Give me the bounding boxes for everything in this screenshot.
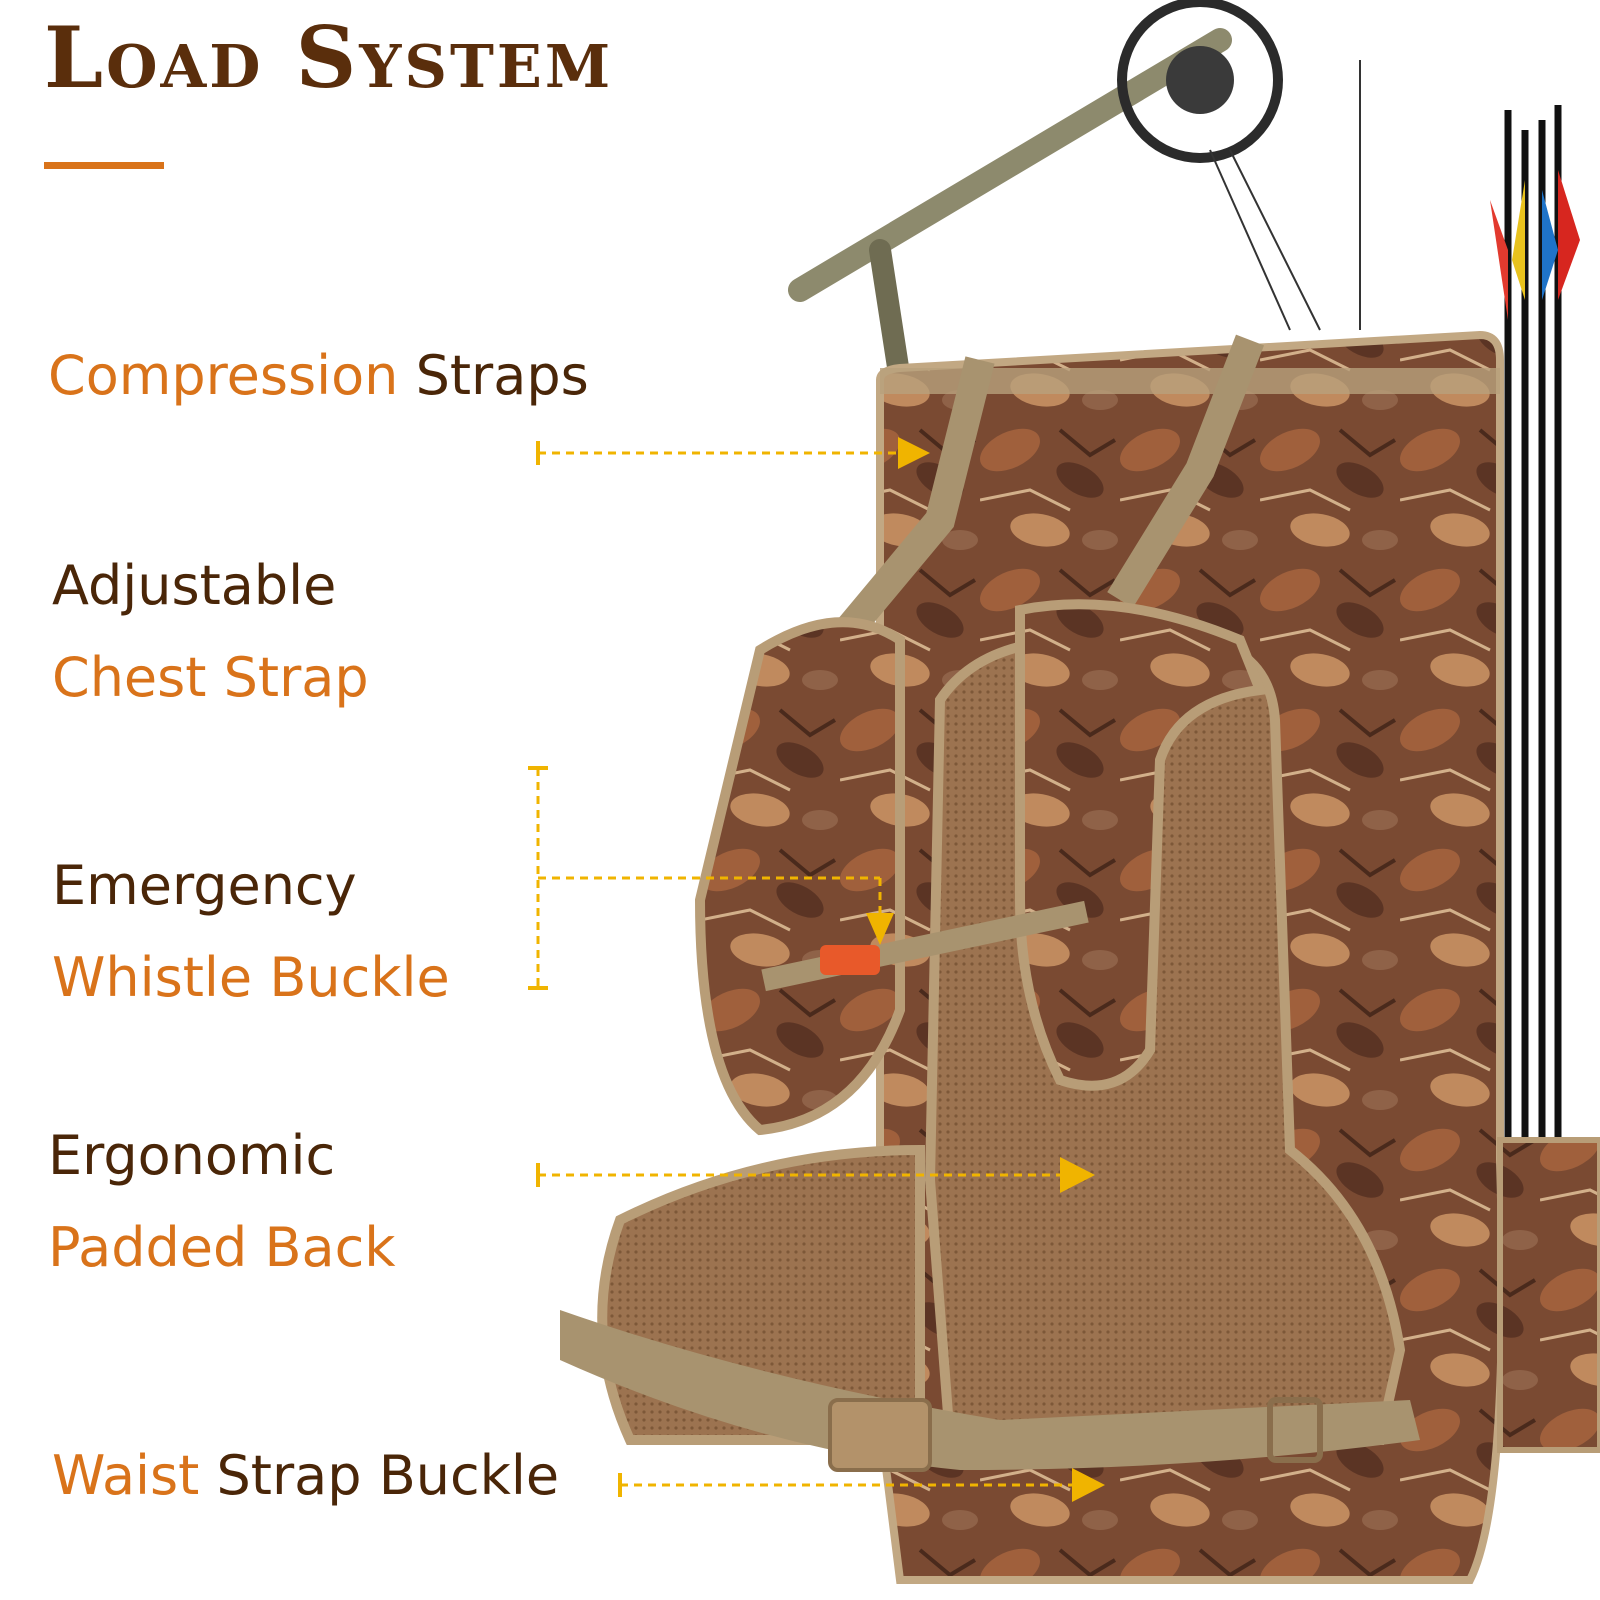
whistle-buckle-line2: Whistle Buckle	[52, 946, 450, 1010]
waist-buckle-pointer	[618, 1468, 1105, 1502]
strap-buckle-words: Strap Buckle	[216, 1444, 560, 1507]
left-shoulder-strap	[694, 617, 905, 1136]
bow-graphic	[788, 0, 1361, 391]
padded-back-pointer	[536, 1157, 1095, 1193]
compression-straps-label: Compression Straps	[48, 344, 589, 407]
chest-strap-line2: Chest Strap	[52, 646, 369, 710]
whistle-buckle-pointer	[538, 876, 894, 945]
compression-straps-pointer	[536, 437, 930, 469]
compression-straps-word: Compression	[48, 344, 399, 407]
page-title: Load System	[44, 8, 614, 107]
padded-back-line1: Ergonomic	[48, 1124, 336, 1187]
arrows-graphic	[1490, 105, 1580, 1150]
whistle-buckle-label: Emergency Whistle Buckle	[52, 854, 450, 1010]
waist-buckle-graphic	[828, 1398, 932, 1472]
waist-buckle-label: Waist Strap Buckle	[52, 1444, 560, 1507]
padded-back-line2: Padded Back	[48, 1216, 396, 1280]
title-underline	[44, 162, 164, 169]
waist-word: Waist	[52, 1444, 200, 1507]
chest-strap-label: Adjustable Chest Strap	[52, 554, 369, 710]
straps-word: Straps	[415, 344, 589, 407]
padded-back-label: Ergonomic Padded Back	[48, 1124, 396, 1280]
chest-strap-line1: Adjustable	[52, 554, 337, 617]
right-shoulder-strap	[1015, 599, 1268, 1091]
chest-strap-bracket	[528, 766, 548, 990]
whistle-buckle-line1: Emergency	[52, 854, 357, 917]
